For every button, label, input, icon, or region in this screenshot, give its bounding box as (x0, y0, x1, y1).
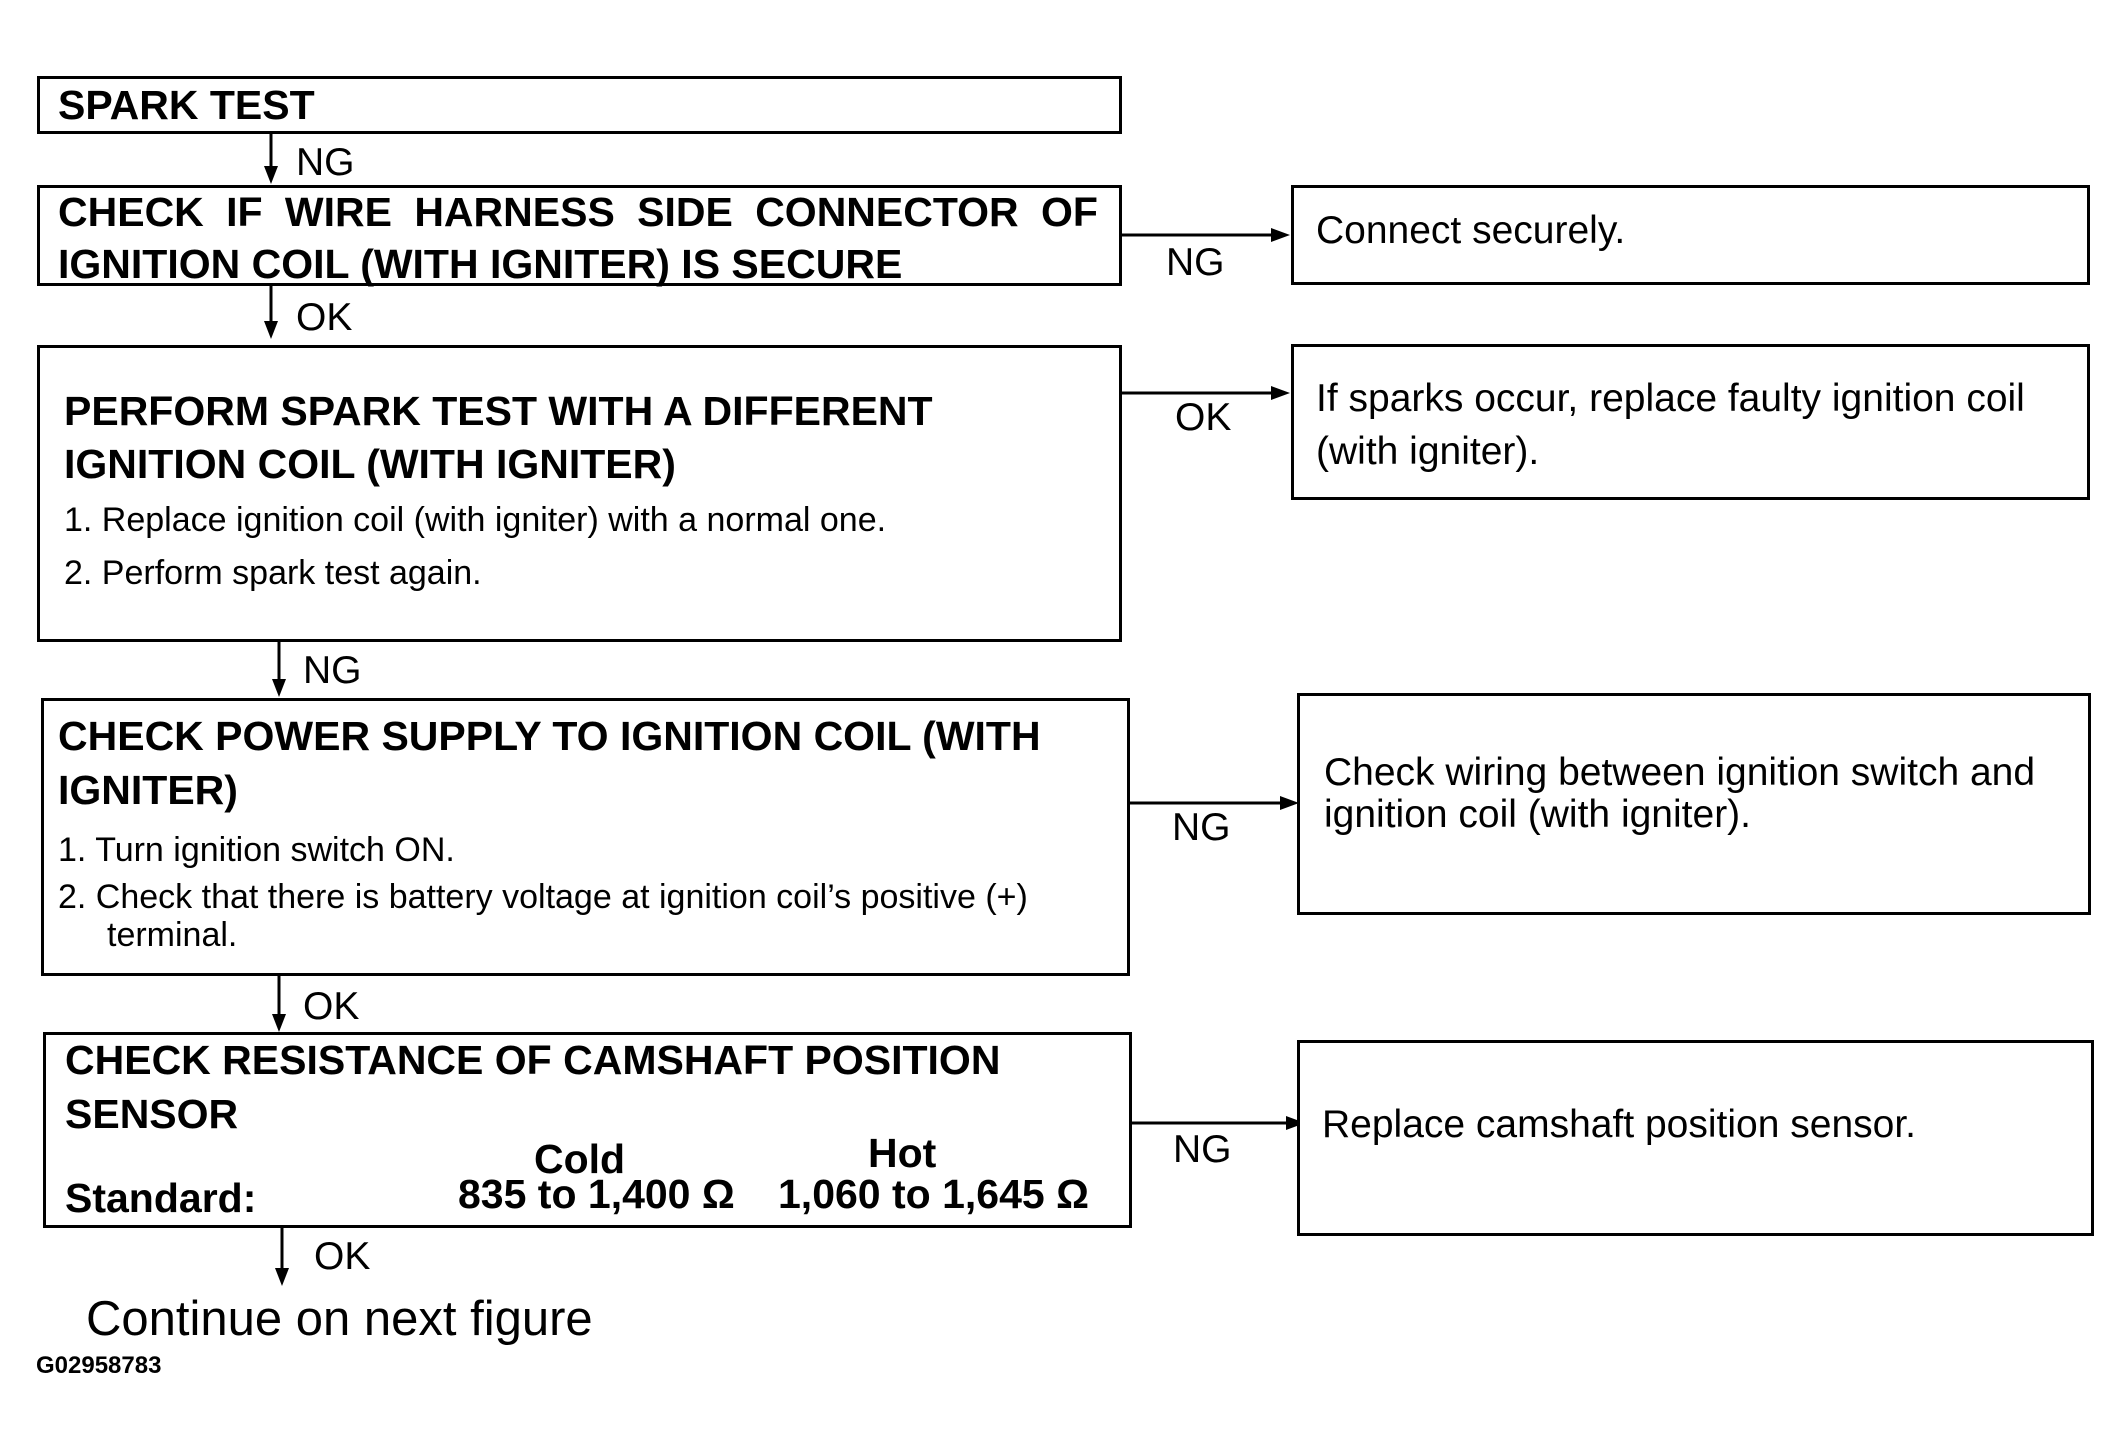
spark-test-title: SPARK TEST (58, 82, 315, 128)
hot-resistance-value: 1,060 to 1,645 Ω (778, 1171, 1089, 1217)
replace-sensor-box: Replace camshaft position sensor. (1297, 1040, 2094, 1236)
check-power-title-line1: CHECK POWER SUPPLY TO IGNITION COIL (WIT… (58, 713, 1041, 759)
label-perform-ng: NG (303, 649, 362, 692)
cold-resistance-value: 835 to 1,400 Ω (458, 1171, 735, 1217)
check-power-step-2-line1: 2. Check that there is battery voltage a… (58, 878, 1028, 916)
perform-spark-title-line2: IGNITION COIL (WITH IGNITER) (64, 441, 676, 487)
check-power-step-2-line2: terminal. (107, 916, 238, 954)
replace-coil-text-line1: If sparks occur, replace faulty ignition… (1316, 377, 2025, 420)
label-connector-ok: OK (296, 296, 353, 339)
connect-securely-text: Connect securely. (1316, 209, 1626, 252)
perform-spark-title-line1: PERFORM SPARK TEST WITH A DIFFERENT (64, 388, 933, 434)
check-connector-title-line1: CHECK IF WIRE HARNESS SIDE CONNECTOR OF (58, 189, 1098, 235)
replace-coil-box: If sparks occur, replace faulty ignition… (1291, 344, 2090, 500)
perform-spark-step-2: 2. Perform spark test again. (64, 554, 482, 592)
figure-id: G02958783 (36, 1352, 162, 1379)
connect-securely-box: Connect securely. (1291, 185, 2090, 285)
standard-label: Standard: (65, 1175, 257, 1221)
continue-on-next-figure: Continue on next figure (86, 1292, 593, 1346)
check-resistance-title-line2: SENSOR (65, 1091, 239, 1137)
check-power-step-1: 1. Turn ignition switch ON. (58, 831, 455, 869)
replace-sensor-text: Replace camshaft position sensor. (1322, 1103, 1916, 1146)
check-power-title-line2: IGNITER) (58, 767, 238, 813)
perform-spark-box: PERFORM SPARK TEST WITH A DIFFERENT IGNI… (37, 345, 1122, 642)
label-perform-ok: OK (1175, 396, 1232, 439)
check-power-box: CHECK POWER SUPPLY TO IGNITION COIL (WIT… (41, 698, 1130, 976)
check-connector-box: CHECK IF WIRE HARNESS SIDE CONNECTOR OF … (37, 185, 1122, 287)
label-power-ok: OK (303, 985, 360, 1028)
replace-coil-text-line2: (with igniter). (1316, 430, 1540, 473)
check-resistance-box: CHECK RESISTANCE OF CAMSHAFT POSITION SE… (43, 1032, 1132, 1228)
label-connector-ng: NG (1166, 241, 1225, 284)
label-power-ng: NG (1172, 806, 1231, 849)
cold-column-header: Cold (534, 1136, 626, 1182)
label-resistance-ok: OK (314, 1235, 371, 1278)
label-resistance-ng: NG (1173, 1128, 1232, 1171)
check-wiring-text-line2: ignition coil (with igniter). (1324, 793, 1752, 836)
perform-spark-step-1: 1. Replace ignition coil (with igniter) … (64, 501, 887, 539)
check-wiring-box: Check wiring between ignition switch and… (1297, 693, 2091, 915)
label-spark-ng: NG (296, 141, 355, 184)
hot-column-header: Hot (868, 1130, 937, 1176)
check-wiring-text-line1: Check wiring between ignition switch and (1324, 751, 2036, 794)
check-connector-title-line2: IGNITION COIL (WITH IGNITER) IS SECURE (58, 241, 903, 287)
spark-test-box: SPARK TEST (37, 76, 1122, 134)
check-resistance-title-line1: CHECK RESISTANCE OF CAMSHAFT POSITION (65, 1037, 1001, 1083)
